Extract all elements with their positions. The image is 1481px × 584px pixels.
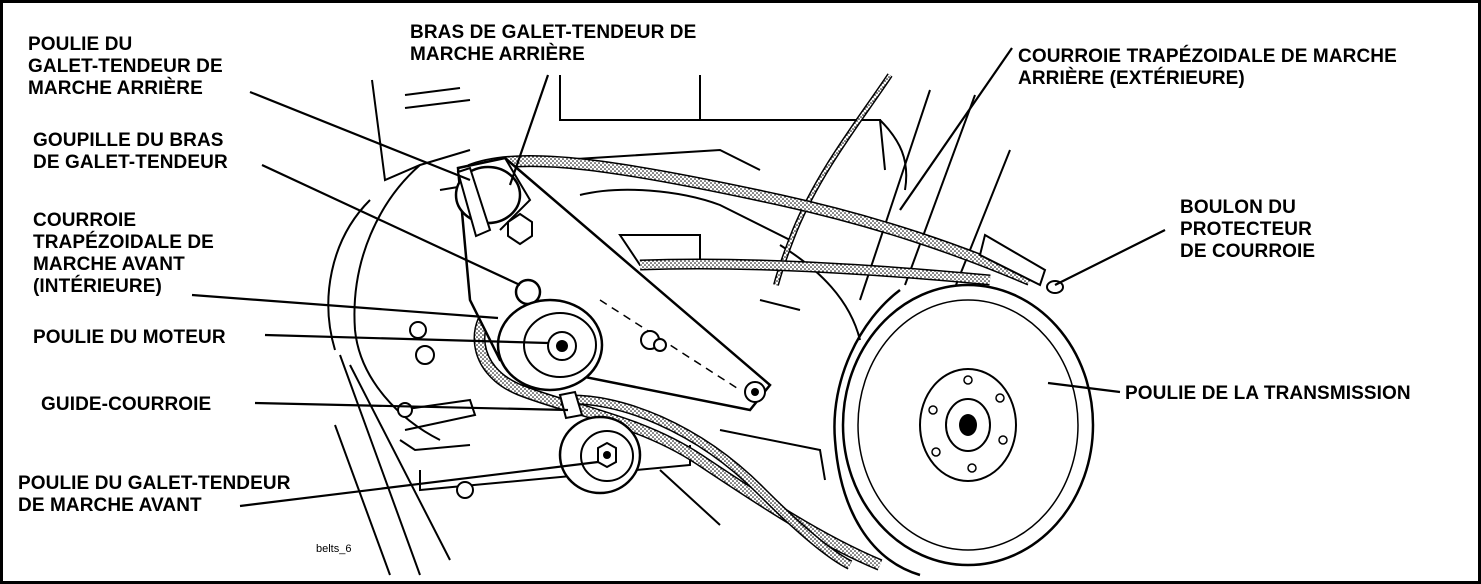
leader-idler-arm-pin (261, 164, 521, 286)
engine-pulley-shape (496, 298, 604, 392)
figure-id: belts_6 (316, 543, 352, 555)
leader-transmission-pulley (1047, 381, 1121, 394)
belt-guard-bolt-shape (978, 233, 1064, 294)
leader-forward-vbelt (191, 293, 499, 320)
reverse-vbelt-shape (467, 155, 1033, 286)
forward-idler-pulley-shape (558, 415, 642, 495)
label-reverse-vbelt: COURROIE TRAPÉZOIDALE DE MARCHE ARRIÈRE … (1018, 46, 1397, 89)
leader-reverse-idler-arm (508, 74, 550, 186)
leader-belt-guard-bolt (1054, 229, 1166, 286)
leader-reverse-vbelt (899, 47, 1013, 211)
misc-bolts (397, 321, 667, 499)
label-engine-pulley: POULIE DU MOTEUR (33, 327, 226, 348)
leader-engine-pulley (264, 333, 549, 345)
transmission-pulley-shape (833, 283, 1095, 577)
label-reverse-idler-pulley: POULIE DU GALET-TENDEUR DE MARCHE ARRIÈR… (28, 34, 223, 99)
reverse-idler-pulley-shape (454, 165, 522, 238)
leader-forward-idler-pulley (239, 460, 599, 508)
label-belt-guide: GUIDE-COURROIE (41, 394, 212, 415)
leader-belt-guide (254, 401, 569, 412)
label-transmission-pulley: POULIE DE LA TRANSMISSION (1125, 383, 1411, 404)
leader-lines (191, 47, 1166, 508)
label-belt-guard-bolt: BOULON DU PROTECTEUR DE COURROIE (1180, 197, 1316, 262)
label-forward-vbelt: COURROIE TRAPÉZOIDALE DE MARCHE AVANT (I… (33, 210, 214, 297)
label-idler-arm-pin: GOUPILLE DU BRAS DE GALET-TENDEUR (33, 130, 228, 173)
label-forward-idler-pulley: POULIE DU GALET-TENDEUR DE MARCHE AVANT (18, 473, 291, 516)
label-reverse-idler-arm: BRAS DE GALET-TENDEUR DE MARCHE ARRIÈRE (410, 22, 697, 65)
leader-reverse-idler-pulley (249, 90, 471, 182)
